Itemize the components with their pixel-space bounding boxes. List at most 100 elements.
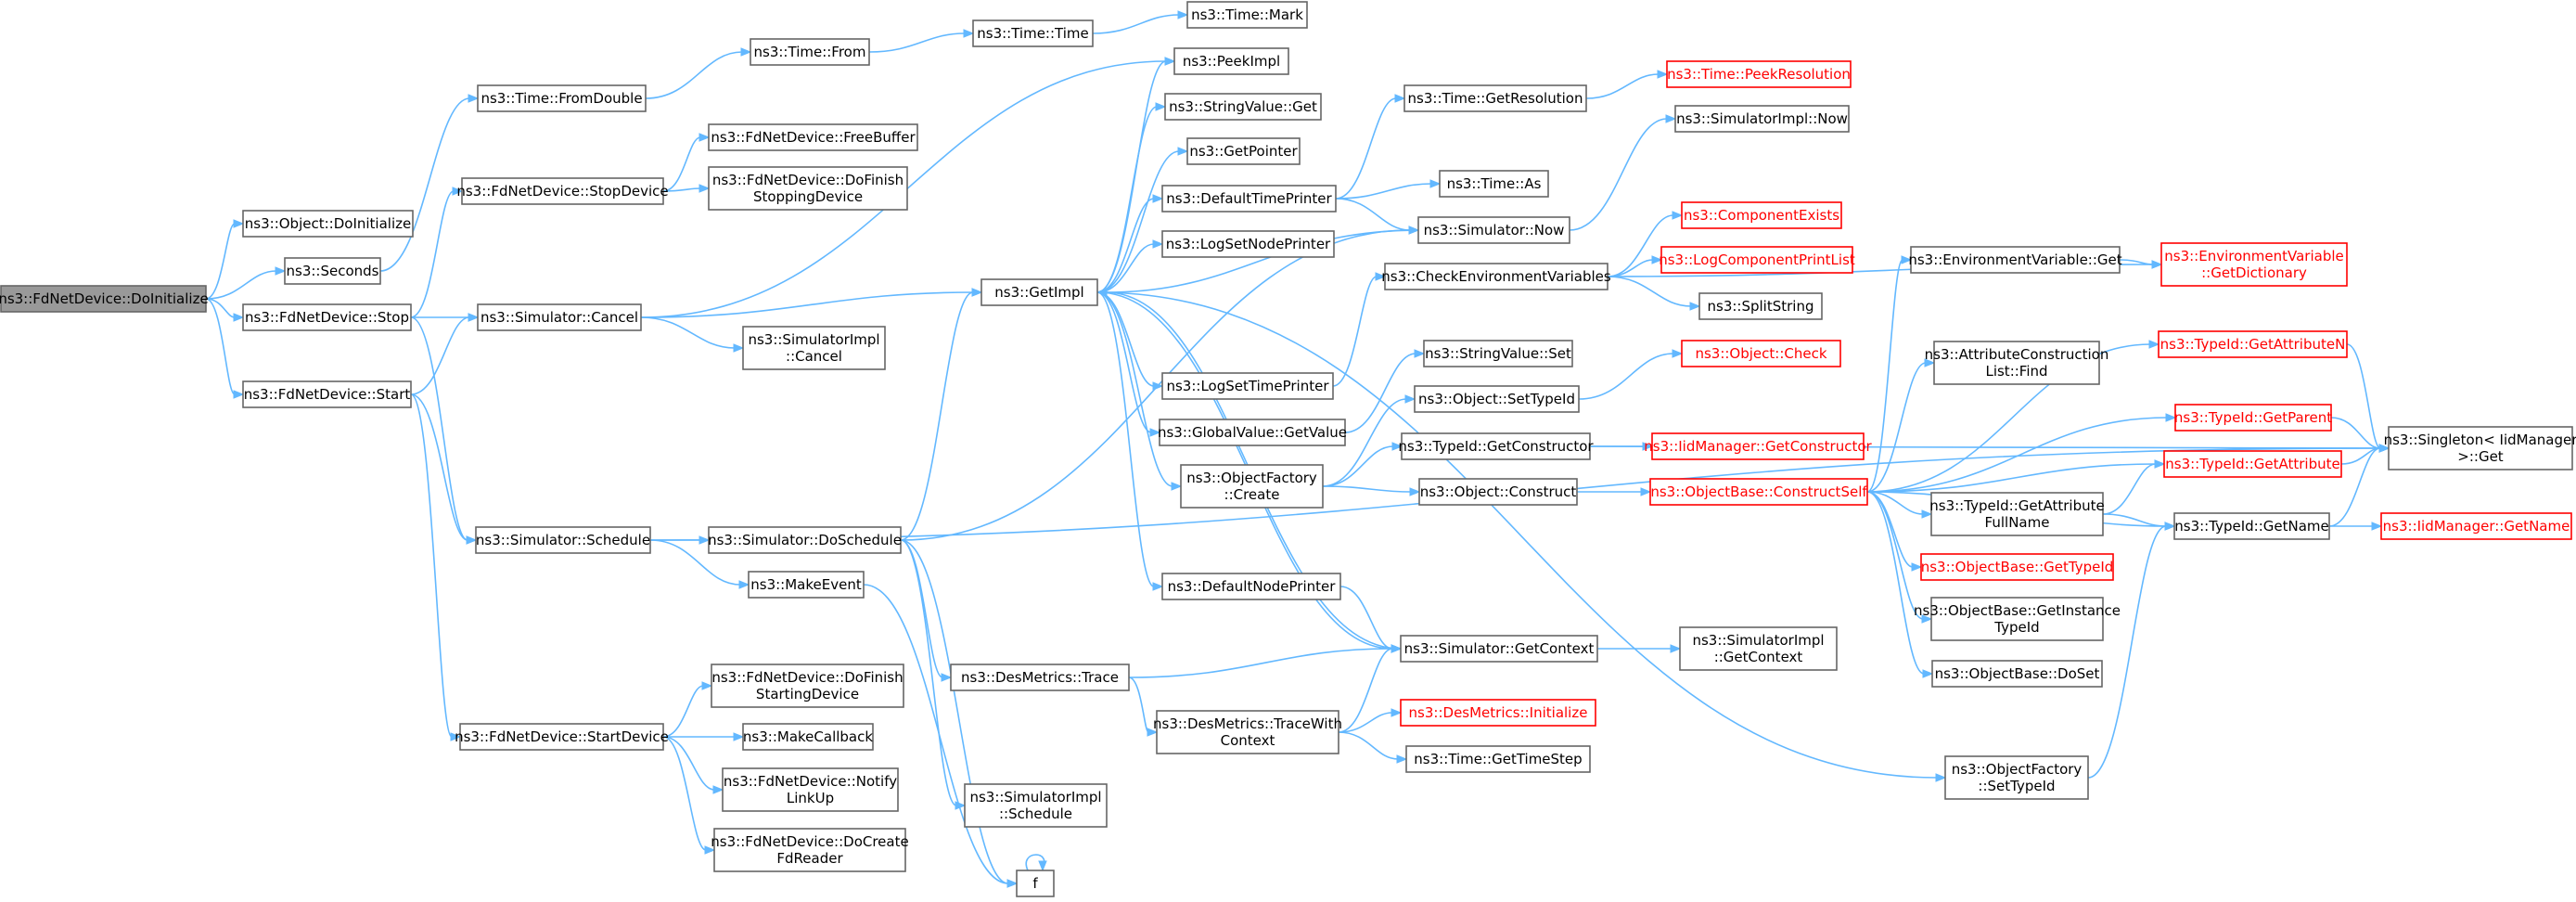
node-log-set-node-printer[interactable]: ns3::LogSetNodePrinter xyxy=(1161,230,1335,258)
node-simulator-now[interactable]: ns3::Simulator::Now xyxy=(1417,216,1570,244)
node-object-construct[interactable]: ns3::Object::Construct xyxy=(1418,478,1578,506)
node-check-environment-variables[interactable]: ns3::CheckEnvironmentVariables xyxy=(1381,263,1611,290)
node-simulator-impl-now[interactable]: ns3::SimulatorImpl::Now xyxy=(1674,105,1850,133)
node-simulator-cancel[interactable]: ns3::Simulator::Cancel xyxy=(477,303,642,331)
edge-line xyxy=(900,539,1009,884)
node-time-from-double[interactable]: ns3::Time::FromDouble xyxy=(477,84,647,112)
node-simulator-do-schedule[interactable]: ns3::Simulator::DoSchedule xyxy=(708,526,902,554)
node-simulator-schedule[interactable]: ns3::Simulator::Schedule xyxy=(475,526,651,554)
edge-arrowhead xyxy=(1657,70,1669,79)
edge-arrowhead xyxy=(1640,487,1652,496)
edge-arrowhead xyxy=(712,785,724,794)
node-time-from[interactable]: ns3::Time::From xyxy=(750,38,870,66)
node-fd-net-device-start[interactable]: ns3::FdNetDevice::Start xyxy=(242,380,412,408)
node-seconds[interactable]: ns3::Seconds xyxy=(284,257,381,285)
node-object-base-do-set[interactable]: ns3::ObjectBase::DoSet xyxy=(1931,660,2103,688)
node-simulator-impl-schedule[interactable]: ns3::SimulatorImpl::Schedule xyxy=(964,783,1108,828)
node-environment-variable-get[interactable]: ns3::EnvironmentVariable::Get xyxy=(1908,246,2122,274)
node-object-base-construct-self[interactable]: ns3::ObjectBase::ConstructSelf xyxy=(1649,478,1868,506)
node-log-set-time-printer[interactable]: ns3::LogSetTimePrinter xyxy=(1161,372,1334,400)
node-box xyxy=(972,19,1094,47)
node-object-check[interactable]: ns3::Object::Check xyxy=(1681,340,1841,367)
node-object-factory-set-type-id[interactable]: ns3::ObjectFactory::SetTypeId xyxy=(1944,755,2089,800)
node-simulator-impl-cancel[interactable]: ns3::SimulatorImpl::Cancel xyxy=(742,326,886,370)
node-object-base-get-type-id[interactable]: ns3::ObjectBase::GetTypeId xyxy=(1920,553,2114,581)
node-type-id-get-attribute[interactable]: ns3::TypeId::GetAttribute xyxy=(2163,450,2342,478)
node-box xyxy=(1931,660,2103,688)
node-label: ::SetTypeId xyxy=(1978,778,2055,794)
node-default-node-printer[interactable]: ns3::DefaultNodePrinter xyxy=(1161,573,1341,600)
node-time-get-resolution[interactable]: ns3::Time::GetResolution xyxy=(1403,84,1587,112)
node-global-value-get-value[interactable]: ns3::GlobalValue::GetValue xyxy=(1158,419,1347,446)
node-time-mark[interactable]: ns3::Time::Mark xyxy=(1186,1,1308,29)
node-get-pointer[interactable]: ns3::GetPointer xyxy=(1186,137,1301,165)
node-string-value-get[interactable]: ns3::StringValue::Get xyxy=(1164,93,1322,121)
node-split-string[interactable]: ns3::SplitString xyxy=(1698,292,1823,320)
node-box xyxy=(1384,263,1608,290)
node-singleton-iid-manager-get[interactable]: ns3::Singleton< IidManager>::Get xyxy=(2384,426,2576,470)
node-component-exists[interactable]: ns3::ComponentExists xyxy=(1681,201,1842,229)
node-get-impl[interactable]: ns3::GetImpl xyxy=(980,278,1098,306)
node-f[interactable]: f xyxy=(1016,870,1055,897)
node-label: ns3::Simulator::DoSchedule xyxy=(708,532,902,548)
edge-seconds-to-time-from-double xyxy=(379,94,480,272)
node-object-factory-create[interactable]: ns3::ObjectFactory::Create xyxy=(1180,464,1324,509)
node-default-time-printer[interactable]: ns3::DefaultTimePrinter xyxy=(1161,185,1337,213)
node-make-callback[interactable]: ns3::MakeCallback xyxy=(742,723,874,751)
node-make-event[interactable]: ns3::MakeEvent xyxy=(748,571,865,599)
node-des-metrics-trace[interactable]: ns3::DesMetrics::Trace xyxy=(950,664,1130,691)
node-time-get-time-step[interactable]: ns3::Time::GetTimeStep xyxy=(1405,745,1591,773)
node-box xyxy=(713,828,906,872)
node-box xyxy=(1649,478,1868,506)
node-string-value-set[interactable]: ns3::StringValue::Set xyxy=(1423,340,1573,367)
node-label: ns3::PeekImpl xyxy=(1183,53,1280,70)
node-des-metrics-initialize[interactable]: ns3::DesMetrics::Initialize xyxy=(1400,699,1596,727)
edge-line xyxy=(662,736,715,791)
edge-arrowhead xyxy=(1096,288,1108,297)
node-box xyxy=(242,210,414,238)
node-environment-variable-get-dictionary[interactable]: ns3::EnvironmentVariable::GetDictionary xyxy=(2160,242,2348,287)
node-type-id-get-constructor[interactable]: ns3::TypeId::GetConstructor xyxy=(1398,432,1594,460)
edge-arrowhead xyxy=(1391,708,1403,717)
node-simulator-get-context[interactable]: ns3::Simulator::GetContext xyxy=(1400,635,1598,663)
node-time-as[interactable]: ns3::Time::As xyxy=(1439,170,1549,198)
node-fd-net-device-free-buffer[interactable]: ns3::FdNetDevice::FreeBuffer xyxy=(708,123,918,151)
node-simulator-impl-get-context[interactable]: ns3::SimulatorImpl::GetContext xyxy=(1679,626,1838,671)
node-fd-net-device-stop[interactable]: ns3::FdNetDevice::Stop xyxy=(242,303,412,331)
node-iid-manager-get-name[interactable]: ns3::IidManager::GetName xyxy=(2380,512,2572,540)
node-box xyxy=(1930,492,2104,536)
edge-arrowhead xyxy=(733,343,745,353)
node-fd-net-device-stop-device[interactable]: ns3::FdNetDevice::StopDevice xyxy=(456,177,669,205)
node-iid-manager-get-constructor[interactable]: ns3::IidManager::GetConstructor xyxy=(1644,432,1873,460)
node-object-set-type-id[interactable]: ns3::Object::SetTypeId xyxy=(1414,385,1580,413)
node-fd-net-device-start-device[interactable]: ns3::FdNetDevice::StartDevice xyxy=(455,723,669,751)
node-label: ns3::SimulatorImpl::Now xyxy=(1676,110,1848,127)
node-peek-impl[interactable]: ns3::PeekImpl xyxy=(1173,47,1289,75)
node-object-do-initialize[interactable]: ns3::Object::DoInitialize xyxy=(242,210,414,238)
edge-arrowhead xyxy=(2148,340,2160,349)
node-type-id-get-name[interactable]: ns3::TypeId::GetName xyxy=(2173,512,2330,540)
edge-arrowhead xyxy=(468,313,480,322)
node-type-id-get-parent[interactable]: ns3::TypeId::GetParent xyxy=(2174,404,2332,432)
node-box xyxy=(1161,185,1337,213)
edge-object-base-construct-self-to-object-base-get-instance-type-id xyxy=(1866,491,1933,624)
node-label: ns3::MakeEvent xyxy=(750,576,862,593)
node-box xyxy=(742,723,874,751)
node-label: ns3::ObjectBase::DoSet xyxy=(1935,665,2100,682)
node-time-peek-resolution[interactable]: ns3::Time::PeekResolution xyxy=(1666,60,1852,88)
node-time-time[interactable]: ns3::Time::Time xyxy=(972,19,1094,47)
edge-time-get-resolution-to-time-peek-resolution xyxy=(1585,70,1669,99)
edge-fd-net-device-do-initialize-to-fd-net-device-stop xyxy=(205,298,245,322)
edge-fd-net-device-stop-device-to-fd-net-device-free-buffer xyxy=(662,133,711,192)
node-type-id-get-attribute-n[interactable]: ns3::TypeId::GetAttributeN xyxy=(2158,330,2348,358)
node-log-component-print-list[interactable]: ns3::LogComponentPrintList xyxy=(1659,246,1855,274)
node-fd-net-device-do-initialize[interactable]: ns3::FdNetDevice::DoInitialize xyxy=(0,285,209,313)
